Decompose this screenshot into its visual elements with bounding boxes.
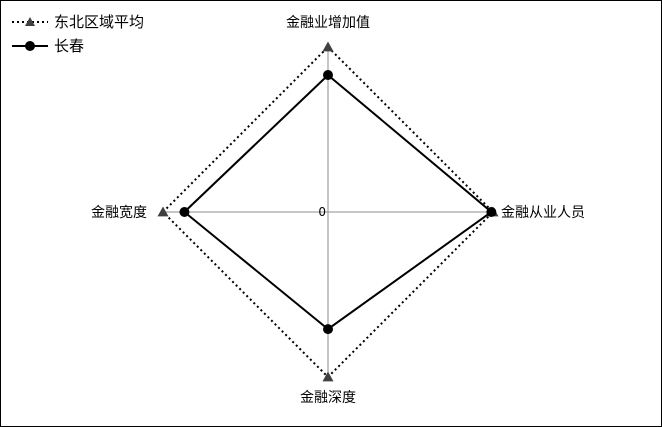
data-point-1 [323,70,333,81]
data-point-0 [322,41,334,52]
data-point-0 [322,371,334,382]
data-point-0 [157,206,169,217]
legend-label-1: 长春 [54,37,84,55]
data-point-1 [486,207,497,217]
axis-label: 金融从业人员 [501,205,585,221]
data-point-1 [179,207,190,217]
legend-marker-0 [25,17,35,26]
data-point-1 [323,324,333,335]
series-line-1 [182,73,494,331]
legend-marker-1 [25,41,35,51]
axis-label: 金融业增加值 [286,15,370,31]
legend-label-0: 东北区域平均 [54,13,144,31]
axis-label: 金融宽度 [91,204,147,221]
radar-series [157,41,499,382]
axis-label: 金融深度 [300,390,356,406]
tick-label: 0 [318,205,326,219]
